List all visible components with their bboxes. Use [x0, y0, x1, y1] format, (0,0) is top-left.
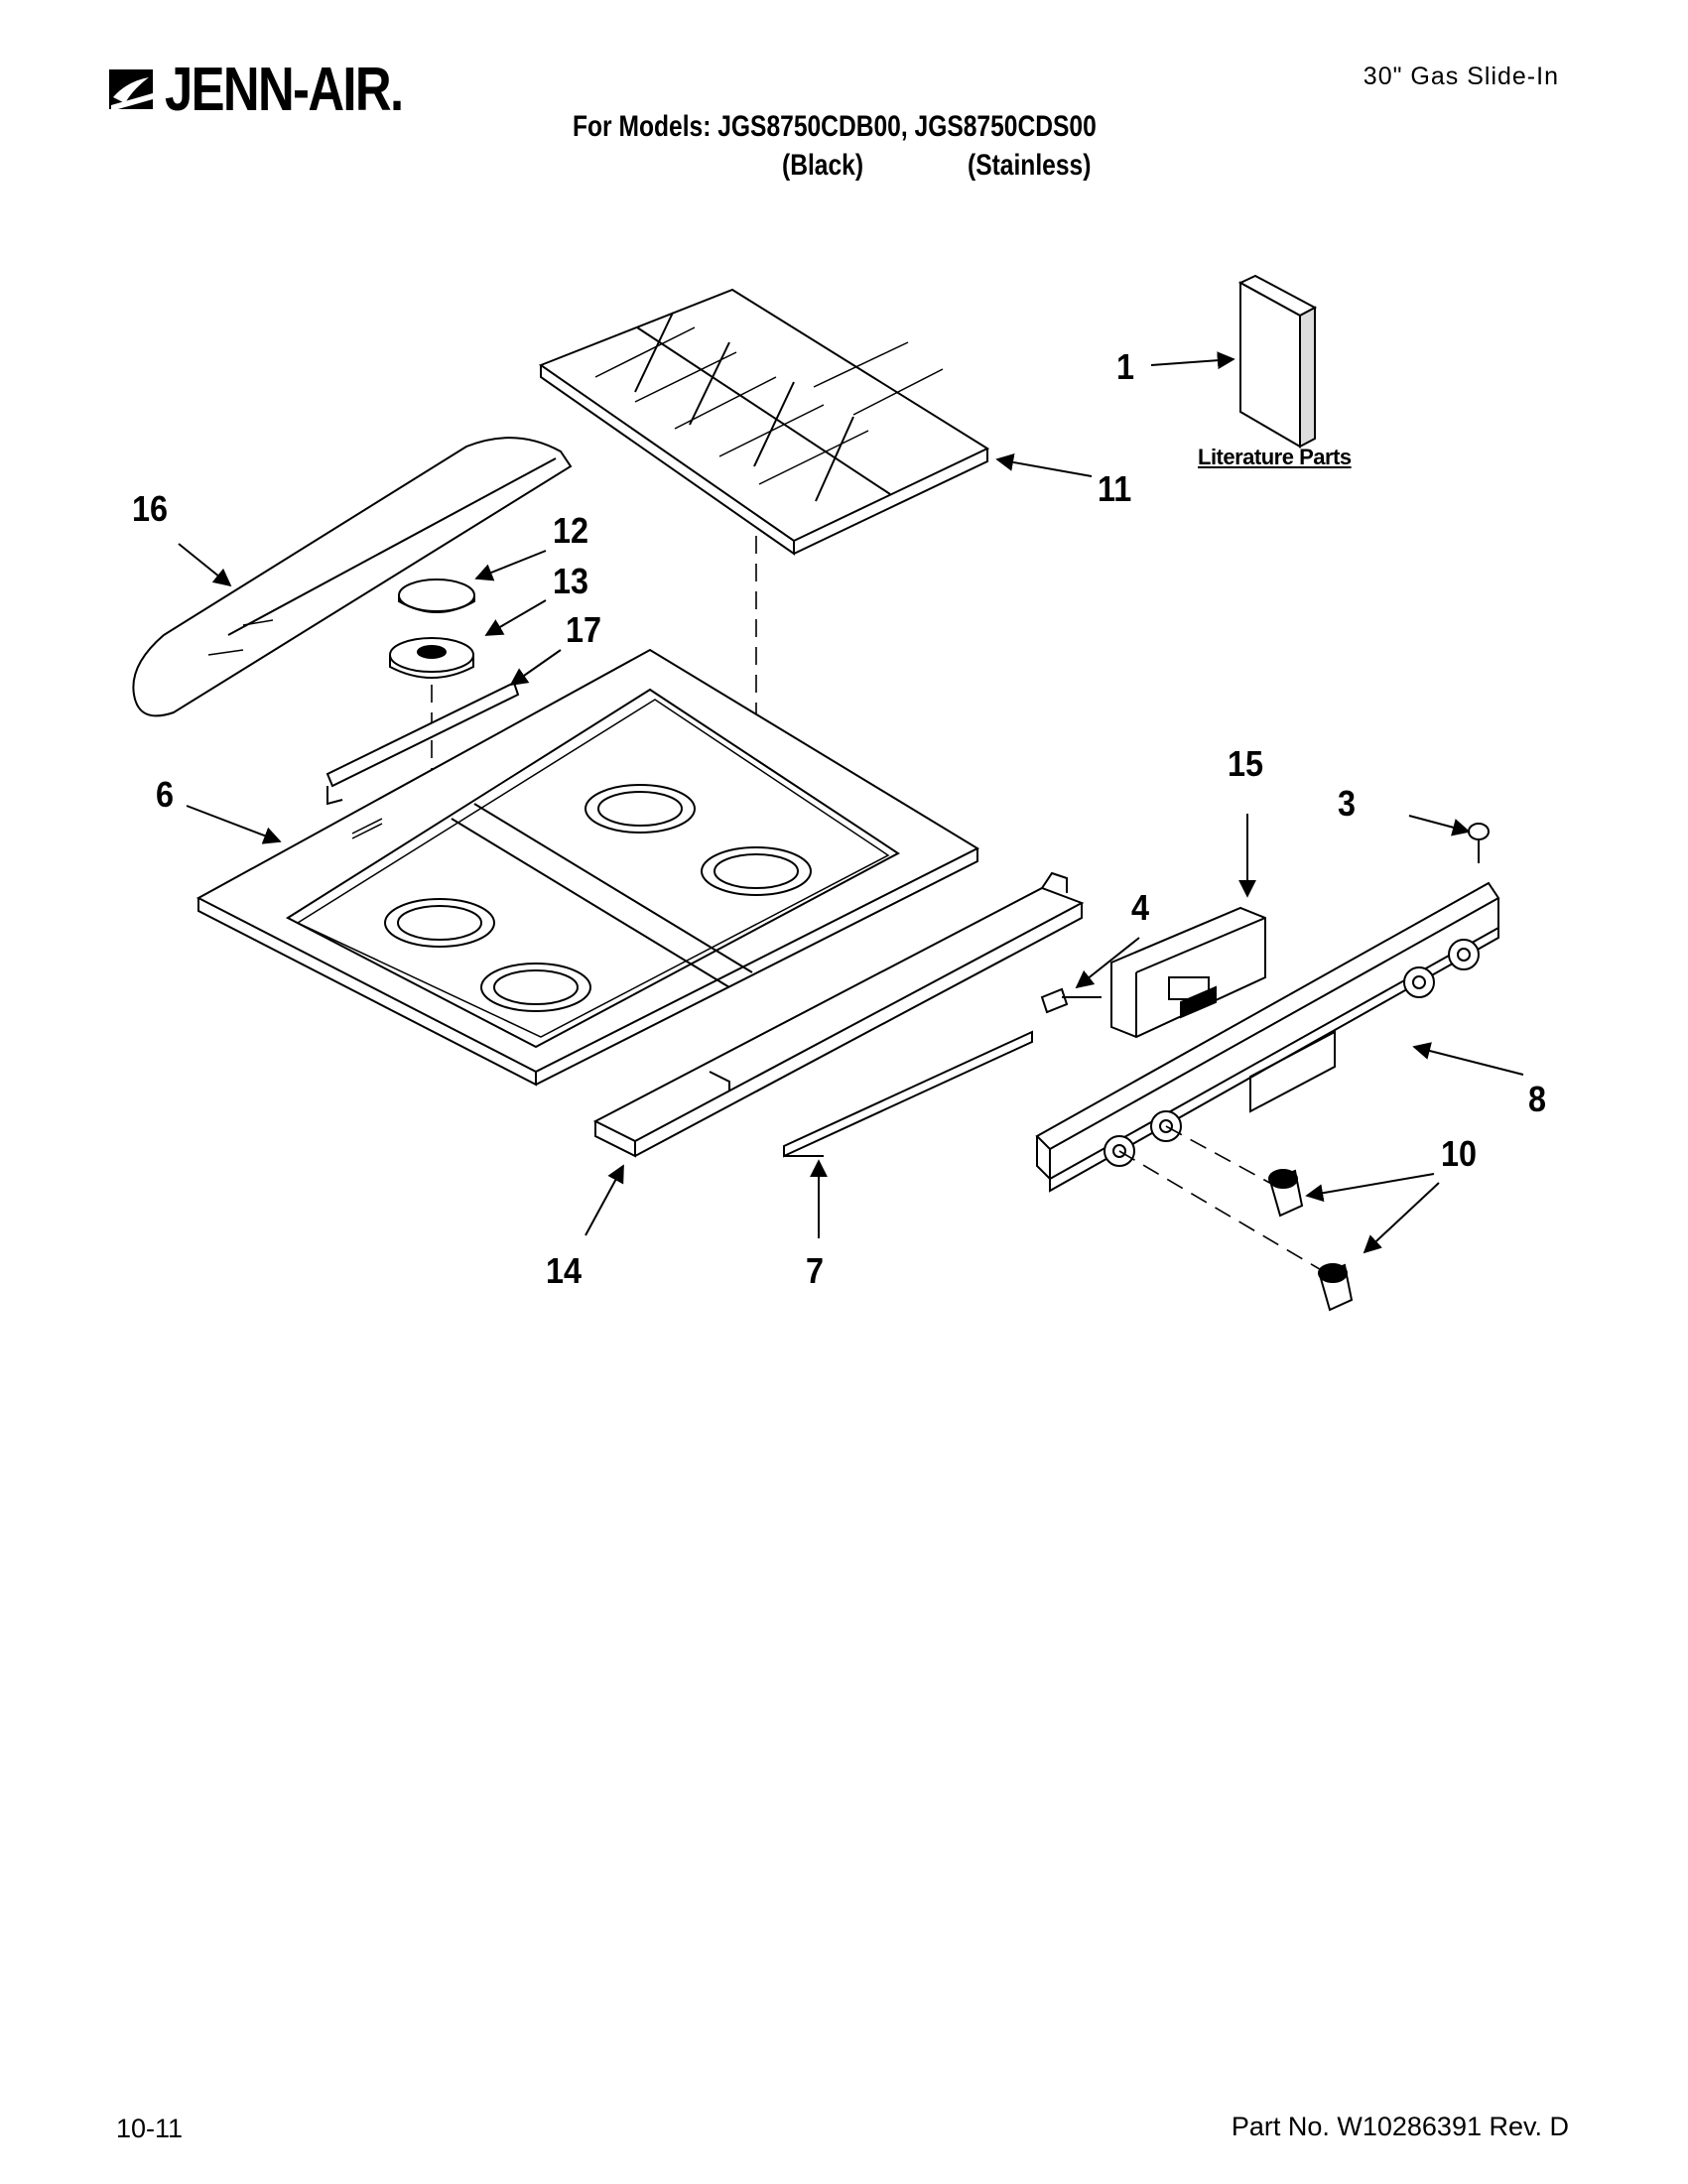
- document-type: 30" Gas Slide-In: [1363, 63, 1559, 90]
- callout-17: 17: [566, 609, 602, 650]
- mounting-screw: [1468, 823, 1490, 863]
- revision-date: 10-11: [116, 2114, 184, 2143]
- models-line: For Models: JGS8750CDB00, JGS8750CDS00: [573, 110, 1097, 143]
- jenn-air-logo-icon: [109, 69, 153, 111]
- brand-name: JENN-AIR.: [165, 56, 404, 124]
- callout-1: 1: [1116, 346, 1135, 387]
- callout-11: 11: [1098, 468, 1132, 509]
- callout-16: 16: [132, 488, 169, 529]
- callout-4: 4: [1131, 887, 1150, 928]
- variant-black: (Black): [782, 149, 864, 182]
- burner-base: [389, 637, 474, 679]
- literature-parts-label: Literature Parts: [1198, 445, 1352, 469]
- callout-15: 15: [1228, 743, 1264, 784]
- callout-7: 7: [806, 1250, 825, 1291]
- control-knob-lower: [1318, 1263, 1354, 1312]
- callout-3: 3: [1338, 783, 1357, 824]
- callout-8: 8: [1528, 1079, 1547, 1119]
- rear-trim: [132, 437, 573, 717]
- callout-12: 12: [553, 510, 589, 551]
- callout-10: 10: [1441, 1133, 1478, 1174]
- literature-booklet: [1237, 274, 1318, 449]
- control-knob-upper: [1268, 1169, 1304, 1218]
- callout-13: 13: [553, 561, 589, 601]
- callout-14: 14: [546, 1250, 583, 1291]
- variant-stainless: (Stainless): [968, 149, 1092, 182]
- electronic-control: [1110, 906, 1266, 1039]
- cooktop-main-top: [195, 648, 980, 1087]
- heat-shield: [783, 1030, 1033, 1158]
- front-channel: [592, 871, 1085, 1158]
- burner-grate: [538, 288, 990, 556]
- ignition-switch: [1040, 987, 1069, 1014]
- control-panel: [1035, 881, 1500, 1193]
- brand-logo: JENN-AIR.: [109, 60, 454, 121]
- callout-6: 6: [156, 774, 175, 815]
- part-number: Part No. W10286391 Rev. D: [1231, 2112, 1569, 2141]
- burner-bracket: [325, 681, 520, 788]
